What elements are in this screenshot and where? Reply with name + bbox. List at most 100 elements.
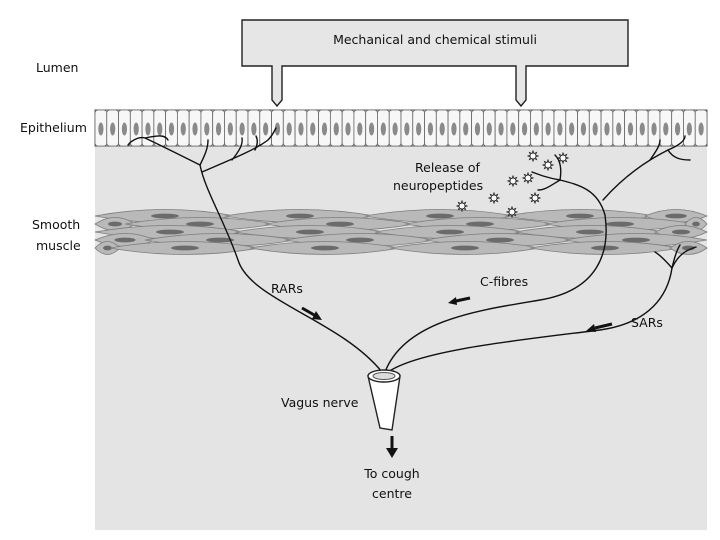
cell-nucleus [510, 122, 516, 136]
c-fibre-branch [531, 171, 561, 181]
c-fibre-branch [537, 179, 561, 191]
muscle-nucleus [576, 229, 604, 235]
muscle-nucleus [566, 213, 594, 219]
cell-nucleus [286, 122, 292, 136]
cell-nucleus [204, 122, 210, 136]
cell-nucleus [263, 122, 269, 136]
cell-nucleus [168, 122, 175, 136]
muscle-nucleus [311, 245, 339, 251]
cell-nucleus [616, 122, 622, 136]
neuropeptide-icon [541, 158, 555, 172]
muscle-nucleus [622, 237, 650, 243]
neuropeptide-icon [505, 205, 519, 219]
cell-nucleus [427, 122, 434, 136]
muscle-nucleus [486, 237, 514, 243]
rar-branch [144, 135, 169, 141]
neuropeptide-icon [506, 174, 520, 188]
cough-label-line1: To cough [363, 466, 419, 481]
cell-nucleus [521, 122, 528, 136]
rar-branch [254, 135, 259, 151]
sar-fibre [387, 244, 681, 373]
muscle-nucleus [103, 245, 112, 251]
muscle-nucleus [151, 213, 179, 219]
smooth-muscle-label-line2: muscle [36, 238, 81, 253]
cell-nucleus [133, 122, 139, 136]
rar-fibre [199, 164, 383, 373]
cell-nucleus [592, 122, 598, 136]
neuropeptide-particles [455, 149, 570, 219]
cell-nucleus [639, 122, 645, 136]
neuropeptide-icon [528, 191, 542, 205]
cell-nucleus [416, 122, 422, 136]
cell-nucleus [298, 122, 304, 136]
muscle-nucleus [171, 245, 199, 251]
cell-nucleus [392, 122, 398, 136]
c-fibre-branch [667, 149, 691, 161]
muscle-nucleus [156, 229, 184, 235]
sar-branch [671, 246, 697, 269]
cell-nucleus [404, 122, 410, 136]
cell-nucleus [239, 122, 245, 136]
muscle-nucleus [466, 221, 494, 227]
muscle-nucleus [436, 229, 464, 235]
muscle-nucleus [326, 221, 354, 227]
rar-branch [201, 127, 277, 173]
release-label-line1: Release of [415, 160, 480, 175]
cell-nucleus [110, 122, 116, 136]
sar-branch [654, 251, 673, 269]
cell-nucleus [310, 122, 316, 136]
smooth-muscle-layer [93, 209, 709, 255]
cell-nucleus [486, 122, 492, 136]
neuropeptide-icon [521, 171, 535, 185]
down-arrow-icon [386, 448, 398, 458]
c-fibre [384, 179, 607, 373]
muscle-nucleus [108, 221, 122, 227]
muscle-nucleus [296, 229, 324, 235]
c-fibres-label: C-fibres [480, 274, 528, 289]
vagus-nerve-trunk [367, 369, 401, 431]
cell-nucleus [533, 122, 539, 136]
cell-nucleus [569, 122, 575, 136]
muscle-nucleus [286, 213, 314, 219]
muscle-nucleus [206, 237, 234, 243]
cell-nucleus [474, 122, 481, 136]
sar-arrow-icon [586, 324, 596, 332]
cell-nucleus [180, 122, 186, 136]
muscle-nucleus [186, 221, 214, 227]
cell-nucleus [251, 122, 257, 136]
cell-nucleus [498, 122, 504, 136]
cell-nucleus [698, 122, 704, 136]
cell-nucleus [368, 122, 375, 136]
cell-nucleus [333, 122, 339, 136]
muscle-nucleus [451, 245, 479, 251]
cell-nucleus [674, 122, 681, 136]
smooth-muscle-label-line1: Smooth [32, 217, 80, 232]
cell-nucleus [557, 122, 563, 136]
neuropeptide-icon [455, 199, 469, 213]
cell-nucleus [439, 122, 445, 136]
vagus-nerve-label: Vagus nerve [281, 395, 359, 410]
cell-nucleus [604, 122, 610, 136]
cell-nucleus [121, 122, 128, 136]
c-fibre-branch [554, 154, 562, 181]
rar-branch [231, 137, 243, 161]
muscle-nucleus [346, 237, 374, 243]
cell-nucleus [98, 122, 104, 136]
cell-nucleus [321, 122, 328, 136]
cell-nucleus [580, 122, 587, 136]
c-fibre-branch [649, 139, 661, 161]
stimuli-label: Mechanical and chemical stimuli [333, 32, 537, 47]
neuropeptide-icon [556, 151, 570, 165]
muscle-nucleus [671, 229, 691, 235]
cell-nucleus [651, 122, 657, 136]
release-label-line2: neuropeptides [393, 178, 483, 193]
epithelium-layer [94, 109, 708, 147]
cough-label-line2: centre [372, 486, 412, 501]
muscle-nucleus [606, 221, 634, 227]
cell-nucleus [145, 122, 151, 136]
cell-nucleus [451, 122, 457, 136]
cell-nucleus [357, 122, 363, 136]
neuropeptide-icon [526, 149, 540, 163]
cell-nucleus [545, 122, 551, 136]
